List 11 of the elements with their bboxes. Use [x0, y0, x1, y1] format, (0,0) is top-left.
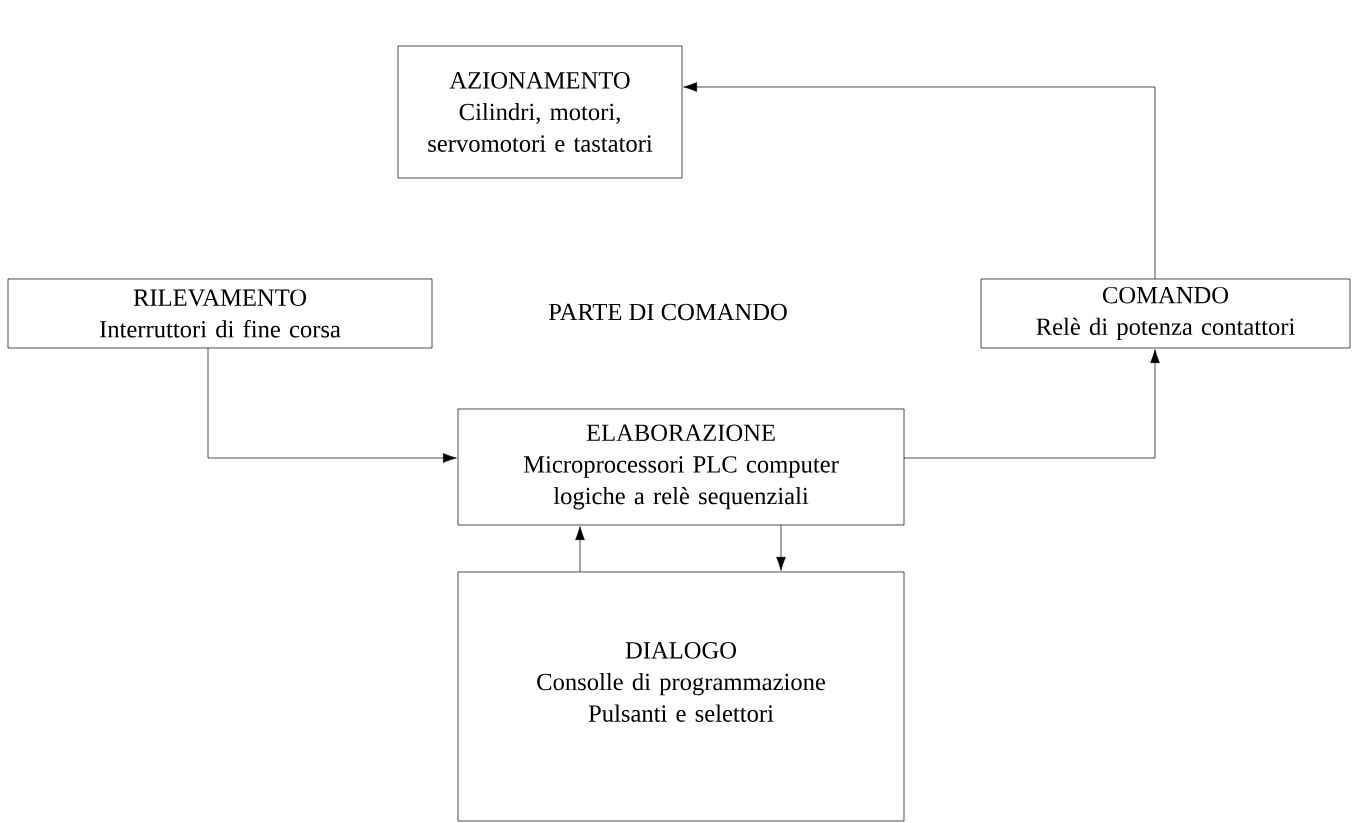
arrow — [776, 524, 786, 571]
process-box: ELABORAZIONE Microprocessori PLC computer logiche a relè sequenziali — [457, 408, 905, 526]
arrow — [575, 526, 585, 573]
process-box: COMANDO Relè di potenza contattori — [980, 278, 1351, 349]
process-box: AZIONAMENTO Cilindri, motori, servomotori e tastatori — [397, 45, 683, 179]
arrow — [207, 347, 457, 463]
arrow — [903, 349, 1160, 459]
section-label: PARTE DI COMANDO — [548, 303, 787, 321]
process-box: RILEVAMENTO Interruttori di fine corsa — [7, 278, 433, 349]
process-box: DIALOGO Consolle di programmazione Pulsanti e selettori — [457, 571, 905, 822]
arrow — [683, 82, 1156, 280]
